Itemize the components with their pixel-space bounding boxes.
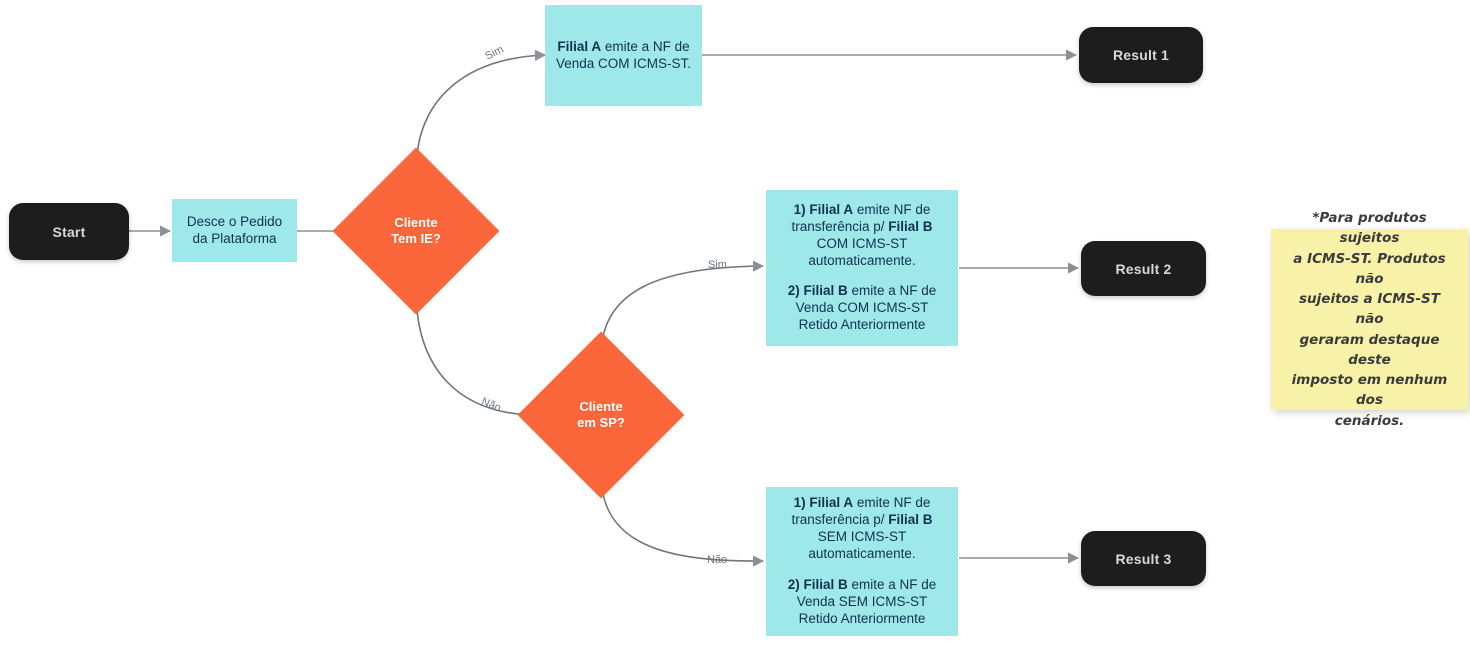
edge-label-ie-nao: Não [479,395,503,415]
node-transfer-sem-p1-rest: emite NF de [853,495,931,511]
node-filial-a-venda-line1: Filial A emite a NF de [557,39,689,56]
node-decision-ie-line1: Cliente [394,214,438,230]
sticky-note-line3: sujeitos a ICMS-ST não [1299,291,1440,328]
node-transfer-com-p2-bold: 2) Filial B [787,283,848,299]
node-result-1-label: Result 1 [1112,47,1170,63]
node-filial-a-venda-bold1: Filial A [557,38,602,54]
node-decision-sp-line1: Cliente [579,398,623,414]
node-transfer-sem-p1-line1: 1) Filial A emite NF de [794,495,931,512]
node-decision-ie-text: Cliente Tem IE? [391,215,441,248]
node-transfer-com-p1-line2a: transferência p/ [791,218,889,234]
node-decision-sp-line2: em SP? [577,415,625,430]
node-transfer-sem-p1-line2: transferência p/ Filial B [791,512,932,529]
sticky-note-line4: geraram destaque deste [1299,331,1440,368]
node-filial-a-venda-line2: Venda COM ICMS-ST. [555,55,692,71]
node-transfer-sem-p2-line1: 2) Filial B emite a NF de [788,577,937,594]
edge-label-ie-sim: Sim [483,43,506,63]
node-transfer-sem-p1-line4: automaticamente. [808,546,916,562]
node-transfer-com-p1-line2b: Filial B [888,218,933,234]
node-transfer-com-p2-line1: 2) Filial B emite a NF de [788,283,937,300]
sticky-note-line2: a ICMS-ST. Produtos não [1293,250,1446,287]
node-filial-a-venda-com-st[interactable]: Filial A emite a NF de Venda COM ICMS-ST… [545,5,702,106]
node-transfer-sem-p2-rest: emite a NF de [847,576,937,592]
node-start[interactable]: Start [9,203,129,260]
node-decision-sp-text: Cliente em SP? [577,399,625,432]
edge-label-sp-nao: Não [707,554,728,566]
sticky-note-line1: *Para produtos sujeitos [1312,210,1427,247]
node-decision-cliente-tem-ie[interactable]: Cliente Tem IE? [332,147,500,315]
edge-sp-sim [600,260,765,357]
node-decision-ie-line2: Tem IE? [391,231,441,246]
node-transfer-com-p1-line1: 1) Filial A emite NF de [794,202,931,219]
sticky-note-line6: cenários. [1334,412,1405,429]
node-transfer-com-p2-rest: emite a NF de [847,283,937,299]
node-transfer-com-p2-line2: Venda COM ICMS-ST [795,300,929,316]
node-result-3-label: Result 3 [1115,550,1172,567]
node-result-1[interactable]: Result 1 [1079,27,1203,83]
sticky-note-line5: imposto em nenhum dos [1291,372,1448,409]
edge-label-sp-sim: Sim [708,259,727,271]
node-desce-pedido-line2: da Plataforma [192,230,277,246]
edge-ie-sim [415,49,547,173]
node-desce-pedido-line1: Desce o Pedido [186,213,283,229]
node-result-2-label: Result 2 [1115,260,1172,277]
node-transfer-sem-p1-line2b: Filial B [888,512,933,528]
node-transfer-sem-p1-bold: 1) Filial A [793,495,854,511]
node-transfer-sem-p1-line2a: transferência p/ [791,512,889,528]
node-transfer-com-icms-st[interactable]: 1) Filial A emite NF de transferência p/… [766,190,958,346]
node-transfer-com-p2-line3: Retido Anteriormente [798,317,926,333]
node-transfer-com-p1-bold: 1) Filial A [793,201,854,217]
node-filial-a-venda-rest1: emite a NF de [601,38,690,54]
node-transfer-com-p1-line4: automaticamente. [808,252,916,268]
node-start-label: Start [52,223,86,240]
node-transfer-sem-p2-bold: 2) Filial B [787,576,848,592]
node-decision-cliente-em-sp[interactable]: Cliente em SP? [517,331,685,499]
edge-ie-nao [415,289,537,421]
sticky-note[interactable]: *Para produtos sujeitos a ICMS-ST. Produ… [1271,210,1468,429]
node-transfer-sem-p2-line3: Retido Anteriormente [798,610,926,626]
node-transfer-com-p1-line3: COM ICMS-ST [816,235,908,251]
node-transfer-sem-icms-st[interactable]: 1) Filial A emite NF de transferência p/… [766,487,958,636]
node-result-2[interactable]: Result 2 [1081,241,1206,296]
node-transfer-sem-p1-line3: SEM ICMS-ST [817,529,907,545]
node-result-3[interactable]: Result 3 [1081,531,1206,586]
node-desce-pedido[interactable]: Desce o Pedido da Plataforma [172,199,297,262]
node-transfer-com-p1-rest: emite NF de [853,201,931,217]
node-transfer-com-p1-line2: transferência p/ Filial B [791,219,932,236]
node-transfer-sem-p2-line2: Venda SEM ICMS-ST [796,593,928,609]
edge-sp-nao [600,473,765,567]
